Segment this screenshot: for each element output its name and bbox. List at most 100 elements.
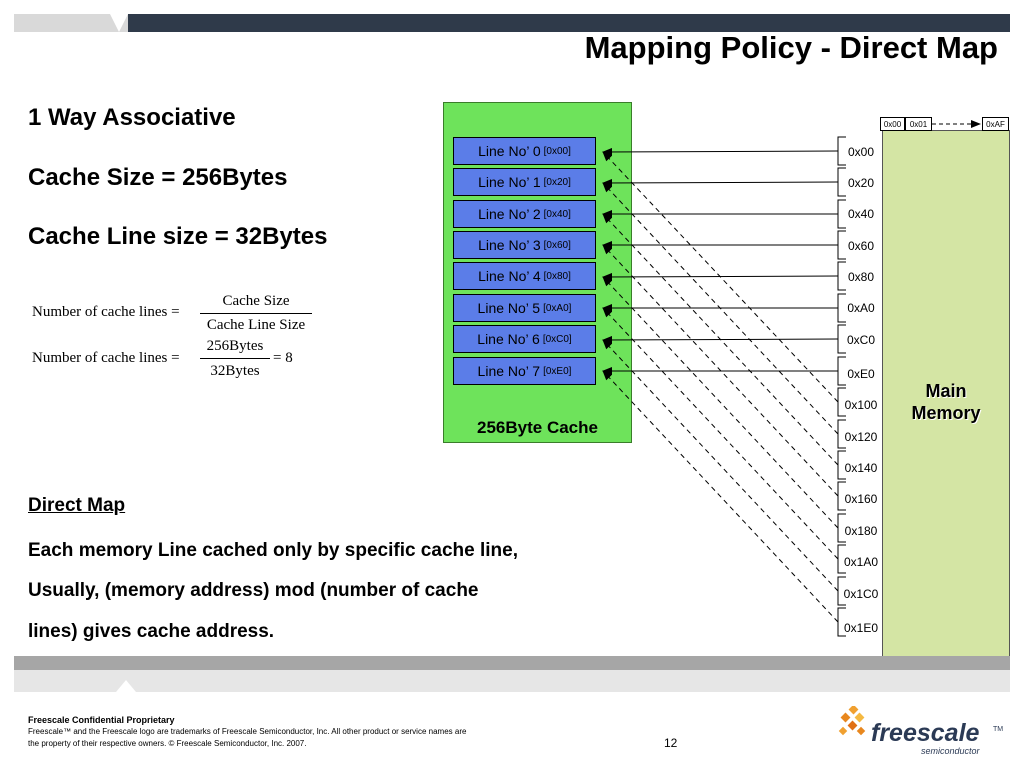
direct-map-line-3: lines) gives cache address. xyxy=(28,621,275,642)
memory-line-bracket-15 xyxy=(837,607,846,637)
footer-trademark-line-1: Freescale™ and the Freescale logo are tr… xyxy=(28,727,467,736)
memory-address-4: 0x80 xyxy=(847,270,875,284)
dashed-arrow-8 xyxy=(602,151,839,403)
memory-address-3: 0x60 xyxy=(847,239,875,253)
cache-line-name: Line No’ 5 xyxy=(477,300,541,316)
dashed-arrow-10 xyxy=(602,213,839,466)
memory-header-byte-last: 0xAF xyxy=(982,117,1009,131)
memory-line-bracket-7 xyxy=(837,356,846,386)
memory-address-14: 0x1C0 xyxy=(843,587,879,601)
cache-line-3: Line No’ 3[0x60] xyxy=(453,231,596,259)
formula2-result: = 8 xyxy=(273,350,293,366)
memory-address-8: 0x100 xyxy=(844,398,878,412)
cache-line-0: Line No’ 0[0x00] xyxy=(453,137,596,165)
solid-arrows xyxy=(602,147,839,375)
main-memory-block xyxy=(882,130,1010,670)
formula2-denominator: 32Bytes xyxy=(210,363,260,379)
bullet-associativity: 1 Way Associative xyxy=(28,104,236,131)
header-tab-notch xyxy=(110,14,128,32)
direct-map-line-2: Usually, (memory address) mod (number of… xyxy=(28,580,479,601)
memory-line-bracket-5 xyxy=(837,293,846,323)
memory-line-bracket-8 xyxy=(837,387,846,417)
footer-bar-grey xyxy=(14,656,1010,670)
memory-address-6: 0xC0 xyxy=(846,333,875,347)
footer-tab-notch xyxy=(116,680,136,692)
memory-address-13: 0x1A0 xyxy=(843,555,879,569)
cache-line-5: Line No’ 5[0xA0] xyxy=(453,294,596,322)
cache-line-7: Line No’ 7[0xE0] xyxy=(453,357,596,385)
footer-trademark-line-2: the property of their respective owners.… xyxy=(28,739,307,748)
freescale-logo-sub: semiconductor xyxy=(921,746,980,756)
header-bar-light xyxy=(14,14,128,32)
cache-line-name: Line No’ 4 xyxy=(478,268,541,284)
formula1-fraction-bar xyxy=(200,313,312,314)
dashed-arrow-12 xyxy=(602,276,839,529)
cache-line-addr: [0xC0] xyxy=(542,333,572,345)
freescale-logo-text: freescale xyxy=(871,719,980,747)
formula2-fraction-bar xyxy=(200,358,270,359)
cache-line-2: Line No’ 2[0x40] xyxy=(453,200,596,228)
dashed-arrow-13 xyxy=(602,307,839,560)
cache-line-1: Line No’ 1[0x20] xyxy=(453,168,596,196)
freescale-logo-tm: TM xyxy=(993,726,1004,733)
cache-line-6: Line No’ 6[0xC0] xyxy=(453,325,596,353)
memory-header-byte-0: 0x00 xyxy=(880,117,905,131)
solid-arrow-0 xyxy=(602,147,839,156)
memory-address-9: 0x120 xyxy=(844,430,878,444)
formula1-lhs: Number of cache lines = xyxy=(32,304,180,320)
memory-line-bracket-13 xyxy=(837,544,846,574)
formula2-lhs: Number of cache lines = xyxy=(32,350,180,366)
cache-line-name: Line No’ 1 xyxy=(478,174,541,190)
cache-line-addr: [0x00] xyxy=(543,145,571,157)
formula2-numerator: 256Bytes xyxy=(206,338,264,354)
formula1-denominator: Cache Line Size xyxy=(206,317,306,333)
dashed-arrow-14 xyxy=(602,339,839,592)
cache-line-name: Line No’ 0 xyxy=(478,143,541,159)
memory-line-bracket-12 xyxy=(837,513,846,543)
cache-line-name: Line No’ 2 xyxy=(478,206,541,222)
memory-line-bracket-6 xyxy=(837,324,846,354)
header-bar-dark xyxy=(128,14,1010,32)
footer-bar-light xyxy=(14,670,1010,692)
memory-address-7: 0xE0 xyxy=(847,367,875,381)
footer-confidential: Freescale Confidential Proprietary xyxy=(28,715,175,725)
memory-address-11: 0x160 xyxy=(844,492,878,506)
freescale-logo-icon xyxy=(838,706,866,736)
dashed-arrow-15 xyxy=(602,370,839,623)
direct-map-line-1: Each memory Line cached only by specific… xyxy=(28,540,518,561)
memory-line-bracket-10 xyxy=(837,450,846,480)
memory-line-bracket-1 xyxy=(837,167,846,197)
memory-address-15: 0x1E0 xyxy=(843,621,879,635)
slide-title: Mapping Policy - Direct Map xyxy=(584,30,998,65)
cache-label: 256Byte Cache xyxy=(477,418,598,437)
cache-line-addr: [0x40] xyxy=(543,208,571,220)
cache-line-addr: [0x20] xyxy=(543,176,571,188)
bullet-cache-size: Cache Size = 256Bytes xyxy=(28,164,288,191)
memory-line-bracket-0 xyxy=(837,136,846,166)
cache-line-addr: [0x60] xyxy=(543,239,571,251)
memory-address-10: 0x140 xyxy=(844,461,878,475)
dashed-arrow-9 xyxy=(602,182,839,435)
cache-line-addr: [0xE0] xyxy=(543,365,572,377)
memory-line-bracket-14 xyxy=(837,576,846,606)
page-number: 12 xyxy=(664,736,678,750)
direct-map-heading: Direct Map xyxy=(28,495,126,516)
cache-line-4: Line No’ 4[0x80] xyxy=(453,262,596,290)
memory-line-bracket-9 xyxy=(837,419,846,449)
memory-header-byte-1: 0x01 xyxy=(905,117,932,131)
memory-address-12: 0x180 xyxy=(844,524,878,538)
memory-address-1: 0x20 xyxy=(847,176,875,190)
memory-line-bracket-3 xyxy=(837,230,846,260)
cache-line-addr: [0xA0] xyxy=(543,302,572,314)
memory-address-5: 0xA0 xyxy=(847,301,875,315)
formula1-numerator: Cache Size xyxy=(222,293,290,309)
solid-arrow-1 xyxy=(602,178,839,187)
memory-line-brackets xyxy=(837,136,846,637)
dashed-arrows xyxy=(602,151,839,623)
memory-address-2: 0x40 xyxy=(847,207,875,221)
cache-line-addr: [0x80] xyxy=(543,270,571,282)
cache-line-name: Line No’ 7 xyxy=(477,363,541,379)
memory-address-0: 0x00 xyxy=(847,145,875,159)
